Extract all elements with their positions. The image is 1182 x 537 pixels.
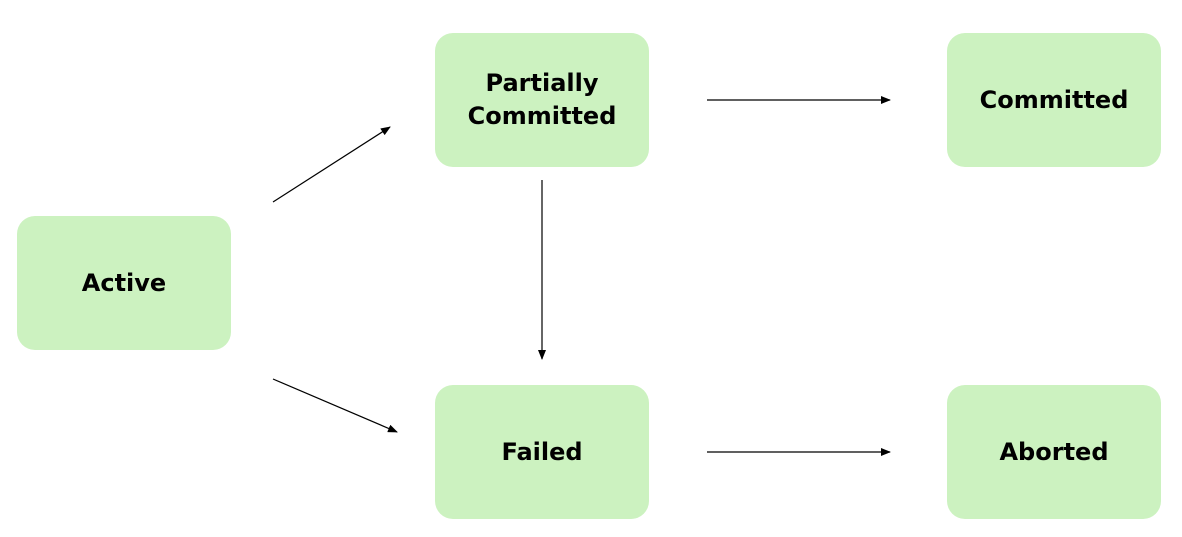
- state-label-aborted: Aborted: [999, 437, 1109, 466]
- state-label-partially-committed: Partially Committed: [467, 69, 617, 130]
- state-node-aborted: Aborted: [947, 385, 1161, 519]
- state-node-committed: Committed: [947, 33, 1161, 167]
- state-label-failed: Failed: [501, 437, 583, 466]
- state-node-active: Active: [17, 216, 231, 350]
- state-label-active: Active: [81, 268, 167, 297]
- state-node-failed: Failed: [435, 385, 649, 519]
- arrow-active-to-failed: [272, 378, 398, 433]
- state-node-partially-committed: Partially Committed: [435, 33, 649, 167]
- arrow-active-to-partially-committed: [272, 126, 391, 203]
- state-label-committed: Committed: [979, 85, 1129, 114]
